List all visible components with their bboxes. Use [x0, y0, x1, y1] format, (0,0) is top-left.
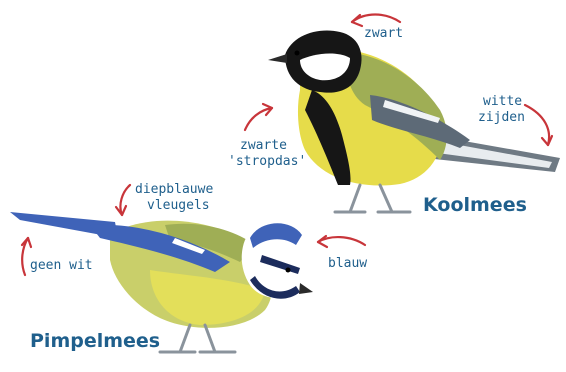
name-pimpelmees: Pimpelmees: [30, 330, 160, 352]
name-koolmees: Koolmees: [423, 194, 527, 216]
arrow-blauw: [318, 237, 365, 245]
koolmees-legs: [335, 185, 410, 212]
pimpelmees-beak: [299, 283, 313, 294]
label-diepblauwe: diepblauwe: [135, 182, 213, 197]
label-zwart: zwart: [364, 26, 403, 41]
label-zwarte: zwarte: [240, 138, 287, 153]
label-blauw: blauw: [328, 256, 367, 271]
label-zijden: zijden: [478, 110, 525, 125]
arrow-witte-zijden: [525, 105, 549, 145]
pimpelmees-legs: [160, 325, 235, 352]
label-vleugels: vleugels: [147, 198, 210, 213]
label-geen-wit: geen wit: [30, 258, 93, 273]
arrow-diepblauwe: [120, 185, 130, 215]
koolmees-beak: [268, 54, 287, 63]
label-stropdas: 'stropdas': [228, 154, 306, 169]
label-witte: witte: [483, 94, 522, 109]
